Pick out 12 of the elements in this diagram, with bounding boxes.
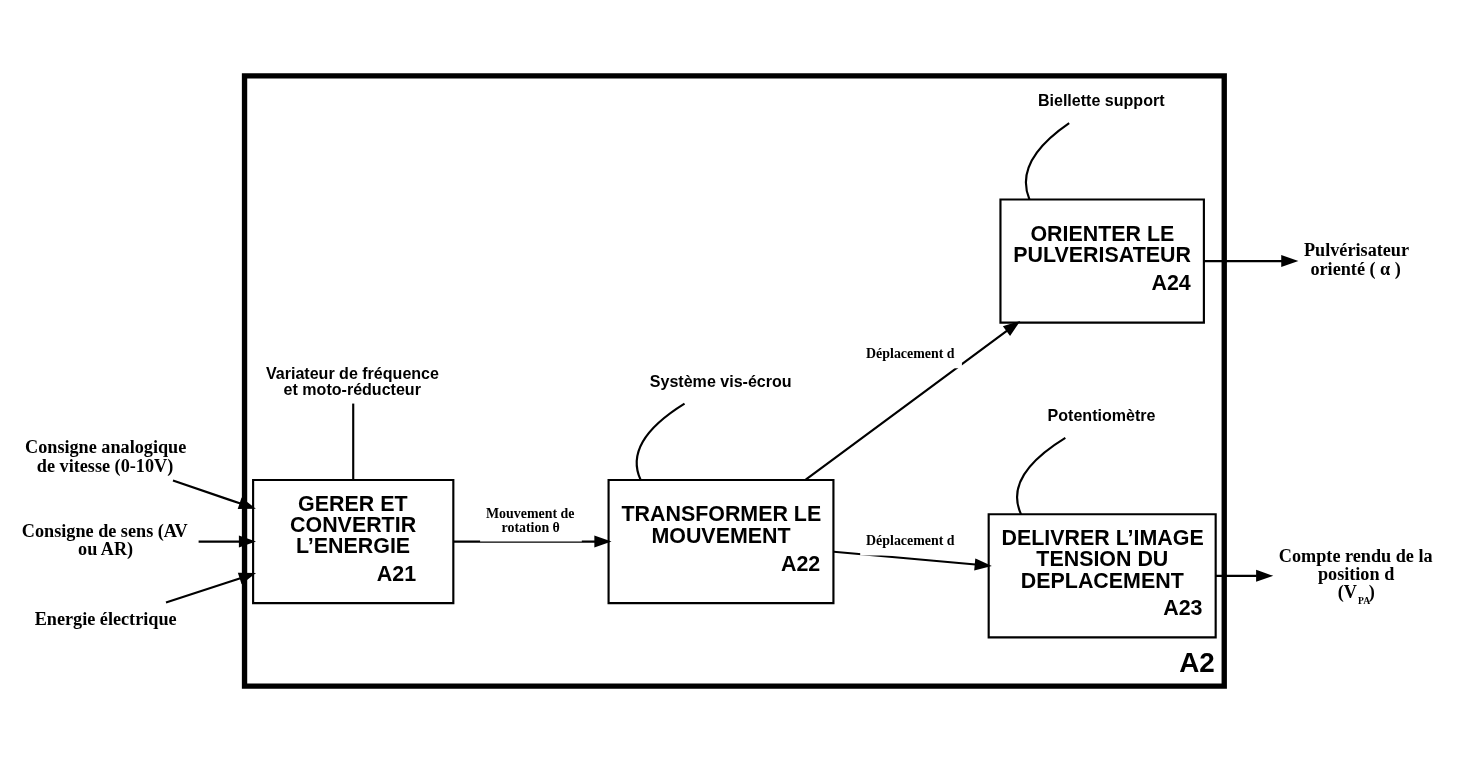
- node-text: Potentiomètre: [1047, 406, 1156, 425]
- node-text: Variateur de fréquence et moto-réducteur: [265, 363, 439, 398]
- edge-label: Déplacement d: [866, 345, 955, 361]
- edge-label: Mouvement de rotation θ: [485, 506, 575, 536]
- node-text: Système vis-écrou: [649, 371, 792, 390]
- node-text: Energie électrique: [34, 609, 177, 630]
- node-text: Pulvérisateur orienté ( α ): [1304, 240, 1410, 279]
- edge-label: Déplacement d: [866, 533, 955, 549]
- node-text: Consigne de sens (AV ou AR): [21, 520, 188, 560]
- node-text: Consigne analogique de vitesse (0-10V): [25, 437, 187, 476]
- node-text: Compte rendu de la position d (V$_{PA}$): [1278, 546, 1433, 606]
- node-text: Biellette support: [1037, 91, 1165, 110]
